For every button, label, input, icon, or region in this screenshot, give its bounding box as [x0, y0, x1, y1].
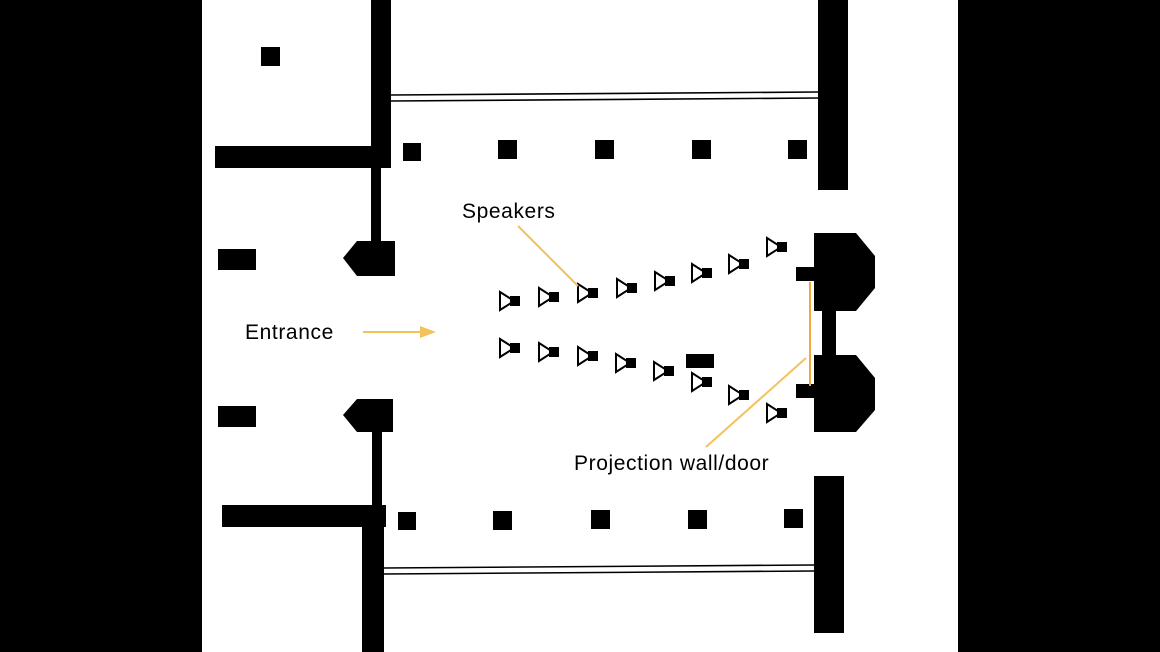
projection-wall-label: Projection wall/door	[574, 452, 769, 475]
wall-left-lower-horizontal	[222, 505, 386, 527]
column	[595, 140, 614, 159]
wall-left-upper-horizontal	[215, 146, 391, 168]
wall-left-block-upper	[218, 249, 256, 270]
wall-right-upper-vertical	[818, 0, 848, 190]
projection-notch-upper	[796, 267, 816, 281]
projection-block-lower	[814, 355, 875, 432]
projection-block-upper	[814, 233, 875, 311]
column	[688, 510, 707, 529]
corridor-line-bottom-a	[383, 564, 815, 569]
corridor-line-top-a	[390, 91, 819, 96]
entrance-label: Entrance	[245, 321, 334, 344]
arrow-right-icon	[363, 326, 436, 338]
wall-right-lower-vertical	[814, 476, 844, 633]
corridor-line-bottom-b	[383, 570, 815, 575]
wall-left-upper-post	[371, 166, 381, 246]
column	[261, 47, 280, 66]
column	[788, 140, 807, 159]
wall-left-upper-pier	[343, 241, 395, 276]
projection-leader-line	[705, 357, 807, 448]
column	[692, 140, 711, 159]
projection-notch-lower	[796, 384, 816, 398]
column	[493, 511, 512, 530]
column	[591, 510, 610, 529]
column	[398, 512, 416, 530]
corridor-lines	[383, 91, 819, 575]
wall-left-block-lower	[218, 406, 256, 427]
projection-door-connector	[822, 309, 836, 359]
column	[498, 140, 517, 159]
column	[784, 509, 803, 528]
column	[686, 354, 714, 368]
wall-left-lower-pier	[343, 399, 393, 432]
walls	[215, 0, 875, 652]
columns	[261, 47, 807, 530]
speakers-label: Speakers	[462, 200, 556, 223]
wall-left-upper-vertical	[371, 0, 391, 166]
speakers-leader-line	[517, 225, 579, 287]
wall-left-lower-post	[372, 430, 382, 510]
column	[403, 143, 421, 161]
corridor-line-top-b	[390, 97, 819, 102]
wall-left-lower-vertical	[362, 505, 384, 652]
